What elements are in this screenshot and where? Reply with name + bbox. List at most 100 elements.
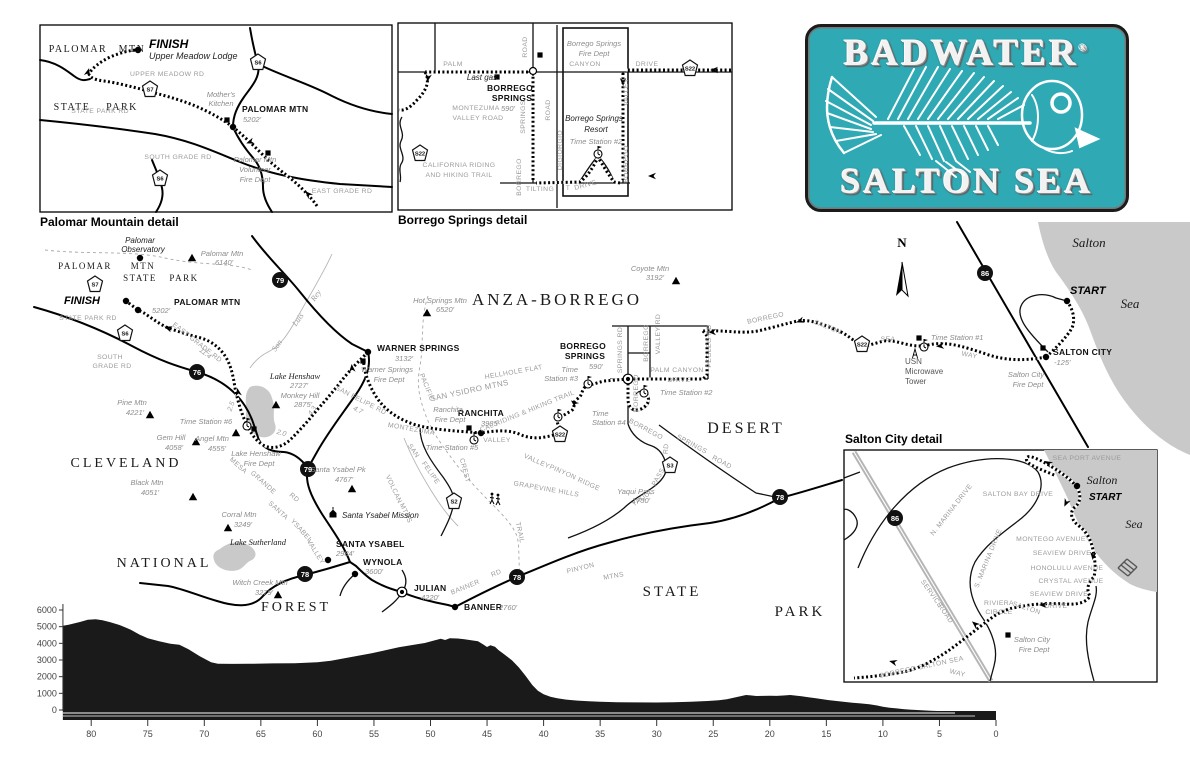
highway-shield: 78 — [297, 566, 313, 582]
san-luis-rey-river — [249, 253, 333, 369]
map-label: PALOMAR MTN — [242, 104, 308, 114]
highway-shield: 79 — [272, 272, 288, 288]
highway-shield: 78 — [772, 489, 788, 505]
map-label: SEAVIEW DRIVE — [1030, 591, 1088, 598]
clock-marker — [242, 418, 252, 431]
highway-78-julian-road — [349, 561, 456, 608]
dot-marker — [324, 556, 332, 564]
highway-shield: S2 — [445, 492, 463, 510]
map-label: ROAD — [545, 99, 552, 120]
map-label: Fire Dept — [435, 415, 467, 424]
map-label: Black Mtn — [131, 478, 164, 487]
map-label: Sea — [1125, 517, 1142, 531]
map-label: PEGLEG RD — [706, 324, 713, 367]
map-label: 3192' — [646, 273, 665, 282]
arr-marker — [235, 388, 242, 397]
inset-road — [39, 59, 91, 82]
highway-shield: S6 — [116, 324, 134, 342]
map-label: JULIAN — [414, 583, 447, 593]
dot-marker — [1063, 297, 1071, 305]
map-label: START — [1070, 285, 1107, 297]
clock-marker — [553, 409, 563, 422]
arr-marker — [1044, 461, 1054, 468]
map-label: SOUTH — [97, 354, 123, 361]
map-label: Borrego Springs — [565, 114, 623, 123]
map-label: STATE PARK RD — [59, 315, 117, 322]
map-label: 590' — [501, 104, 516, 113]
tri-marker — [223, 523, 233, 532]
map-label: BANNER — [450, 579, 481, 597]
map-label: 590' — [589, 362, 604, 371]
map-label: MONTEGO AVENUE — [1016, 536, 1086, 543]
logo-title: BADWATER® — [843, 33, 1091, 74]
map-label: SALTON CITY — [1053, 347, 1112, 357]
tri-marker — [231, 428, 241, 437]
map-label: EAST GRADE RD — [312, 188, 373, 195]
map-label: Lake Henshaw — [269, 371, 321, 381]
tri-marker — [671, 276, 681, 285]
x-tick-label: 45 — [482, 729, 492, 739]
x-tick-label: 35 — [595, 729, 605, 739]
x-tick-label: 10 — [878, 729, 888, 739]
map-label: SPRINGS — [675, 434, 708, 456]
map-label: 4058' — [165, 443, 184, 452]
map-label: Fire Dept — [244, 459, 276, 468]
map-label: PARK — [106, 102, 138, 113]
svg-text:86: 86 — [891, 514, 899, 523]
sq-marker — [360, 358, 366, 364]
map-label: BORREGO — [560, 341, 606, 351]
map-label: Tower — [905, 377, 927, 386]
highway-shield: S7 — [141, 80, 159, 98]
map-label: VALLEY RD — [655, 314, 662, 354]
clock-marker — [469, 432, 479, 445]
map-label: Borrego Springs — [567, 39, 621, 48]
map-label: -125' — [1054, 358, 1071, 367]
arr-marker — [349, 364, 356, 373]
dot-marker — [229, 123, 237, 131]
map-label: Resort — [584, 125, 608, 134]
x-tick-label: 25 — [708, 729, 718, 739]
svg-text:S2: S2 — [450, 500, 457, 506]
x-tick-label: 60 — [312, 729, 322, 739]
map-label: Rey — [308, 288, 323, 304]
map-label: Time Station #2 — [660, 388, 713, 397]
map-label: MTN — [119, 44, 146, 55]
map-label: BORREGO — [627, 418, 663, 442]
map-label: VALLEY — [483, 437, 511, 444]
dock-marker — [1117, 558, 1138, 577]
map-label: SPRINGS — [520, 100, 527, 133]
salton-sea-water — [1038, 222, 1190, 455]
svg-text:79: 79 — [276, 276, 284, 285]
fish-skeleton-icon — [818, 55, 1116, 183]
map-label: 2984' — [335, 549, 355, 558]
map-label: GRAPEVINE HILLS — [513, 480, 580, 498]
arr-marker — [648, 172, 656, 180]
svg-text:S6: S6 — [254, 61, 262, 67]
x-tick-label: 80 — [86, 729, 96, 739]
arr-marker — [710, 66, 718, 74]
tri-marker — [271, 400, 281, 409]
highway-shield: 79 — [300, 461, 316, 477]
map-label: Salton City — [1008, 370, 1046, 379]
map-label: FELIPE — [420, 461, 441, 486]
map-label: 3600' — [365, 567, 384, 576]
svg-text:S22: S22 — [555, 433, 565, 439]
dot-marker — [134, 46, 142, 54]
arr-marker — [570, 400, 580, 409]
svg-text:S22: S22 — [857, 343, 867, 349]
x-tick-label: 15 — [821, 729, 831, 739]
dot-marker — [1073, 482, 1081, 490]
map-label: SPRINGS RD — [617, 327, 624, 373]
map-label: Lake Henshaw — [231, 449, 281, 458]
map-label: PALOMAR — [49, 44, 107, 55]
map-label: Pine Mtn — [117, 398, 147, 407]
arr-marker — [1039, 601, 1047, 609]
x-tick-label: 55 — [369, 729, 379, 739]
map-label: Station #4 — [592, 418, 626, 427]
map-label: 5202' — [152, 306, 171, 315]
map-label: 2.5 — [226, 401, 236, 414]
sq-marker — [1040, 345, 1046, 351]
highway-78-west-road — [139, 561, 351, 607]
palomar-mountain-detail-inset — [39, 24, 393, 213]
map-label: BORREGO — [487, 83, 533, 93]
